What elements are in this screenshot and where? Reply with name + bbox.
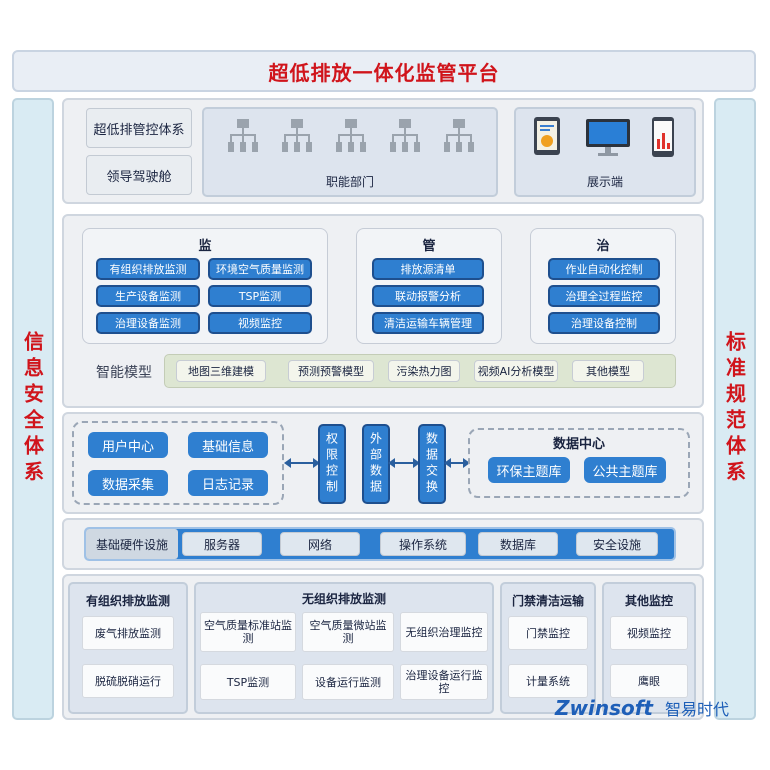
tsp-monitor-button[interactable]: TSP监测 [208, 285, 312, 307]
eagle-eye-cell[interactable]: 鹰眼 [610, 664, 688, 698]
organized-emission-header: 有组织排放监测 [85, 594, 170, 608]
control-system-button[interactable]: 超低排管控体系 [86, 108, 192, 148]
jian-header: 监 [198, 239, 212, 254]
info-security-sidebar: 信息安全体系 [12, 98, 54, 720]
other-models-button[interactable]: 其他模型 [572, 360, 644, 382]
database-button[interactable]: 数据库 [478, 532, 558, 556]
video-monitor-cell[interactable]: 视频监控 [610, 616, 688, 650]
air-standard-station-cell[interactable]: 空气质量标准站监测 [200, 612, 296, 652]
org-chart-icons [228, 119, 474, 152]
data-services-group [72, 421, 284, 505]
double-arrow [444, 458, 470, 468]
data-center-group [468, 428, 690, 498]
data-exchange-label: 数据交换 [424, 432, 439, 496]
metering-system-cell[interactable]: 计量系统 [508, 664, 588, 698]
standards-label: 标准规范体系 [722, 331, 747, 487]
guan-header: 管 [422, 239, 436, 254]
access-control-label: 权限控制 [324, 432, 339, 496]
external-data-label: 外部数据 [368, 432, 383, 496]
ambient-air-monitor-button[interactable]: 环境空气质量监测 [208, 258, 312, 280]
monitor-icon [586, 119, 630, 156]
video-surveillance-button[interactable]: 视频监控 [208, 312, 312, 334]
external-data-button[interactable]: 外部数据 [362, 424, 390, 504]
tablet-icon [534, 117, 560, 155]
security-facility-button[interactable]: 安全设施 [576, 532, 658, 556]
platform-title: 超低排放一体化监管平台 [268, 60, 500, 85]
treatment-equipment-control-button[interactable]: 治理设备控制 [548, 312, 660, 334]
desulfurization-operation-cell[interactable]: 脱硫脱硝运行 [82, 664, 174, 698]
prediction-warning-model-button[interactable]: 预测预警模型 [288, 360, 374, 382]
leader-cockpit-button[interactable]: 领导驾驶舱 [86, 155, 192, 195]
production-equipment-monitor-button[interactable]: 生产设备监测 [96, 285, 200, 307]
infrastructure-label: 基础硬件设施 [86, 529, 178, 559]
gate-monitor-cell[interactable]: 门禁监控 [508, 616, 588, 650]
pollution-heatmap-button[interactable]: 污染热力图 [388, 360, 460, 382]
auto-operation-control-button[interactable]: 作业自动化控制 [548, 258, 660, 280]
info-security-label: 信息安全体系 [20, 331, 45, 487]
clean-transport-vehicle-button[interactable]: 清洁运输车辆管理 [372, 312, 484, 334]
public-theme-db-button[interactable]: 公共主题库 [584, 457, 666, 483]
intelligent-models-label: 智能模型 [96, 365, 152, 381]
device-icons [534, 117, 674, 157]
server-button[interactable]: 服务器 [182, 532, 262, 556]
double-arrow [284, 458, 320, 468]
equipment-operation-cell[interactable]: 设备运行监测 [302, 664, 394, 700]
data-collection-button[interactable]: 数据采集 [88, 470, 168, 496]
zwinsoft-logo: Zwinsoft 智易时代 [555, 696, 729, 720]
user-center-button[interactable]: 用户中心 [88, 432, 168, 458]
video-ai-model-button[interactable]: 视频AI分析模型 [474, 360, 558, 382]
organized-emission-monitor-button[interactable]: 有组织排放监测 [96, 258, 200, 280]
access-control-button[interactable]: 权限控制 [318, 424, 346, 504]
logo-chinese: 智易时代 [664, 700, 729, 719]
log-record-button[interactable]: 日志记录 [188, 470, 268, 496]
double-arrow [388, 458, 420, 468]
full-process-monitor-button[interactable]: 治理全过程监控 [548, 285, 660, 307]
display-terminals-label: 展示端 [586, 175, 623, 189]
departments-box: 职能部门 [202, 107, 498, 197]
exhaust-emission-monitor-cell[interactable]: 废气排放监测 [82, 616, 174, 650]
treatment-operation-monitor-cell[interactable]: 治理设备运行监控 [400, 664, 488, 700]
phone-icon [652, 117, 674, 157]
display-terminals-box: 展示端 [514, 107, 696, 197]
treatment-equipment-monitor-button[interactable]: 治理设备监测 [96, 312, 200, 334]
data-exchange-button[interactable]: 数据交换 [418, 424, 446, 504]
network-button[interactable]: 网络 [280, 532, 360, 556]
air-micro-station-cell[interactable]: 空气质量微站监测 [302, 612, 394, 652]
map-3d-model-button[interactable]: 地图三维建模 [176, 360, 266, 382]
data-center-header: 数据中心 [552, 437, 605, 452]
other-monitor-header: 其他监控 [624, 594, 673, 608]
basic-info-button[interactable]: 基础信息 [188, 432, 268, 458]
logo-english: Zwinsoft [555, 696, 653, 720]
org-chart-icon [228, 119, 474, 152]
tsp-monitor-cell[interactable]: TSP监测 [200, 664, 296, 700]
unorganized-emission-header: 无组织排放监测 [301, 592, 386, 606]
departments-label: 职能部门 [325, 175, 374, 189]
emission-source-list-button[interactable]: 排放源清单 [372, 258, 484, 280]
unorganized-treatment-cell[interactable]: 无组织治理监控 [400, 612, 488, 652]
access-transport-header: 门禁清洁运输 [511, 594, 584, 608]
linked-alarm-analysis-button[interactable]: 联动报警分析 [372, 285, 484, 307]
operating-system-button[interactable]: 操作系统 [380, 532, 466, 556]
environmental-theme-db-button[interactable]: 环保主题库 [488, 457, 570, 483]
standards-sidebar: 标准规范体系 [714, 98, 756, 720]
zhi-header: 治 [596, 239, 610, 254]
platform-title-bar: 超低排放一体化监管平台 [12, 50, 756, 92]
